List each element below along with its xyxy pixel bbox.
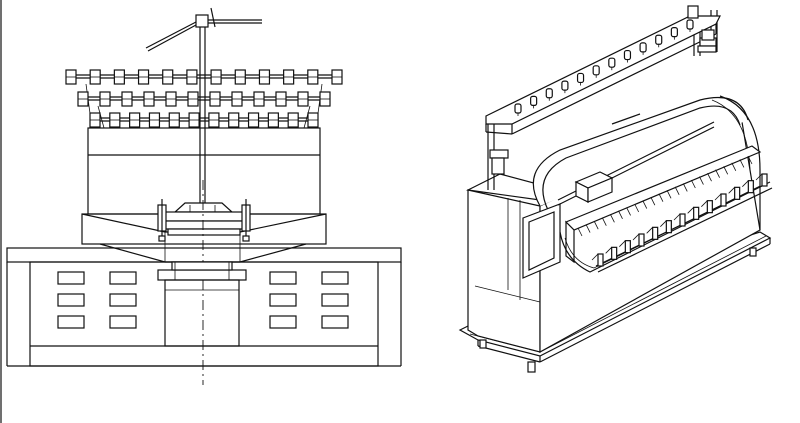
cabinet-window [109, 293, 137, 307]
bed-bar [618, 210, 623, 220]
front-clip-rail [591, 173, 773, 273]
rail-peg [561, 80, 569, 94]
yarn-guide-arm [145, 7, 262, 52]
bed-bar [666, 190, 672, 199]
cabinet-window [321, 271, 349, 285]
isometric-view-drawing [458, 5, 773, 373]
rail-peg [623, 49, 632, 63]
bed-bar [723, 166, 729, 175]
creel-row [89, 112, 319, 129]
cabinet-window [269, 315, 297, 329]
creel-bobbin-rack [65, 69, 343, 129]
feed-bed [559, 145, 767, 273]
bed-bar [634, 203, 640, 213]
cabinet-window [57, 315, 85, 329]
rail-peg [608, 57, 616, 71]
cabinet-window [321, 315, 349, 329]
bed-bar [731, 162, 737, 172]
knitting-head-assembly [157, 199, 251, 242]
bed-bars [577, 155, 753, 237]
top-rail-pegs [514, 19, 694, 116]
cabinet-window [269, 293, 297, 307]
cabinet-window [269, 271, 297, 285]
bed-bar [674, 186, 680, 196]
rail-peg [670, 27, 678, 40]
bed-bar [642, 200, 648, 209]
bed-bar [593, 220, 599, 230]
bed-bar [601, 217, 607, 226]
rail-clip [632, 233, 645, 247]
rail-clip [714, 193, 727, 207]
rail-peg [655, 34, 663, 48]
rail-peg [639, 42, 647, 55]
upper-housing [87, 127, 321, 215]
rail-clip [591, 253, 604, 267]
cabinet-window [57, 271, 85, 285]
bed-bar [626, 207, 631, 216]
bed-bar [690, 179, 696, 189]
bed-bar [715, 169, 720, 178]
bed-bar [739, 159, 745, 168]
cabinet-window [109, 271, 137, 285]
rail-clip [755, 173, 768, 187]
bed-bar [747, 155, 753, 165]
rail-peg [545, 88, 553, 101]
front-elevation-drawing [6, 7, 402, 385]
carriage-box [574, 171, 614, 203]
cabinet-window [57, 293, 85, 307]
drive-column [157, 261, 247, 347]
rail-clip [660, 220, 672, 234]
cabinet-window [321, 293, 349, 307]
bed-bar [650, 196, 656, 206]
rail-clip [646, 226, 659, 240]
central-shaft [199, 27, 206, 205]
rail-clip [701, 200, 713, 214]
rail-clip [742, 180, 754, 194]
rail-clip [728, 186, 741, 200]
bed-bar [707, 172, 712, 182]
rail-clip [673, 213, 686, 227]
bed-bar [585, 224, 591, 233]
rail-clip [605, 246, 618, 260]
control-panel-screen [522, 203, 561, 279]
rail-peg [530, 95, 538, 109]
bed-bar [658, 193, 664, 202]
rail-peg [576, 72, 585, 86]
bed-bar [699, 176, 704, 185]
overhead-frame [485, 5, 721, 190]
bed-bar [682, 183, 688, 192]
leveling-feet [479, 247, 757, 373]
rail-clip [619, 240, 631, 254]
rail-clip [687, 206, 700, 220]
bed-bar [610, 214, 615, 223]
rail-peg [592, 65, 600, 78]
creel-row [65, 69, 343, 129]
rail-peg [686, 19, 694, 32]
rail-clips [591, 173, 768, 267]
cabinet-window [109, 315, 137, 329]
creel-row [77, 91, 331, 129]
bed-bar [577, 227, 583, 237]
cabinet-window-panels [57, 271, 349, 329]
rail-peg [514, 103, 522, 116]
